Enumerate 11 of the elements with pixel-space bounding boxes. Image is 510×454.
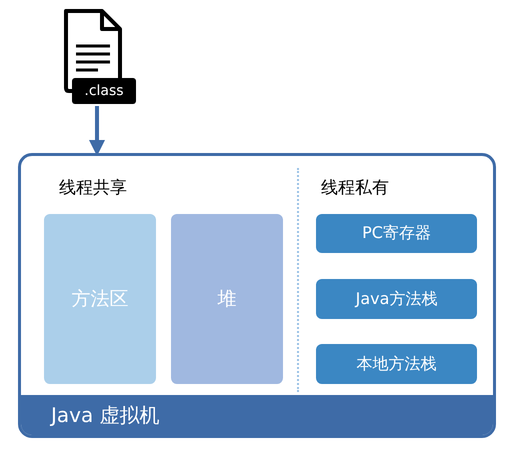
file-label: .class — [72, 78, 136, 104]
section-heading: 线程共享 — [59, 177, 127, 199]
stack-box: Java方法栈 — [316, 279, 477, 319]
arrow — [89, 106, 105, 156]
title-bar: Java 虚拟机 — [21, 395, 493, 435]
container-box — [18, 153, 496, 438]
section-heading: 线程私有 — [321, 177, 389, 199]
storage-block: 方法区 — [44, 214, 156, 384]
stack-box: PC寄存器 — [316, 214, 477, 253]
storage-block: 堆 — [171, 214, 283, 384]
stack-box: 本地方法栈 — [316, 344, 477, 384]
